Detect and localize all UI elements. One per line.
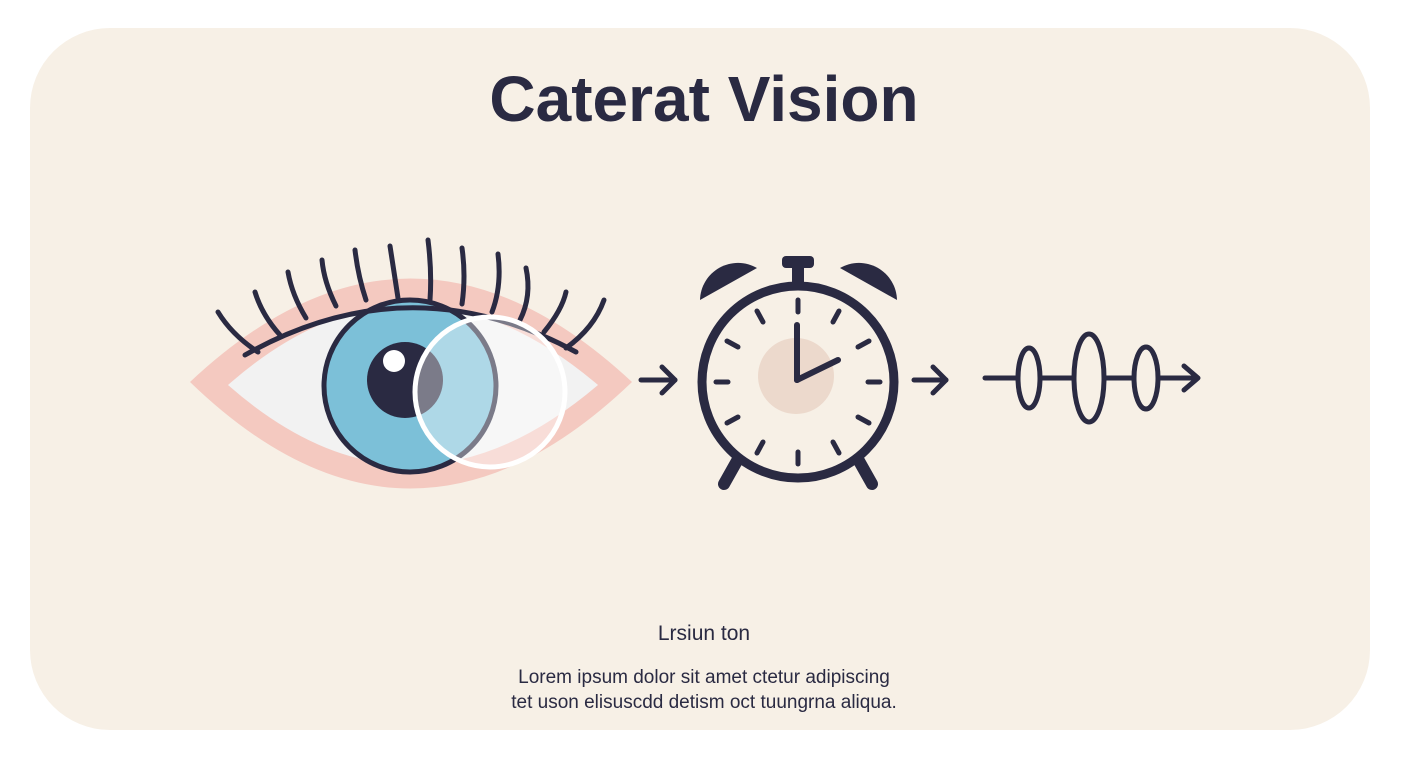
lens-icon bbox=[412, 314, 568, 470]
caption-heading: Lrsiun ton bbox=[657, 622, 751, 645]
eye-icon bbox=[190, 237, 632, 489]
page-title: Caterat Vision bbox=[489, 63, 919, 135]
lens-array-arrow-icon bbox=[982, 331, 1201, 425]
caption-body: Lorem ipsum dolor sit amet ctetur adipis… bbox=[0, 665, 1408, 715]
caption-line: Lorem ipsum dolor sit amet ctetur adipis… bbox=[518, 667, 890, 688]
arrow-right-icon bbox=[638, 364, 678, 396]
arrow-right-icon bbox=[911, 364, 949, 396]
alarm-clock-icon bbox=[697, 256, 899, 490]
caption-line: tet uson elisuscdd detism oct tuungrna a… bbox=[511, 692, 897, 713]
